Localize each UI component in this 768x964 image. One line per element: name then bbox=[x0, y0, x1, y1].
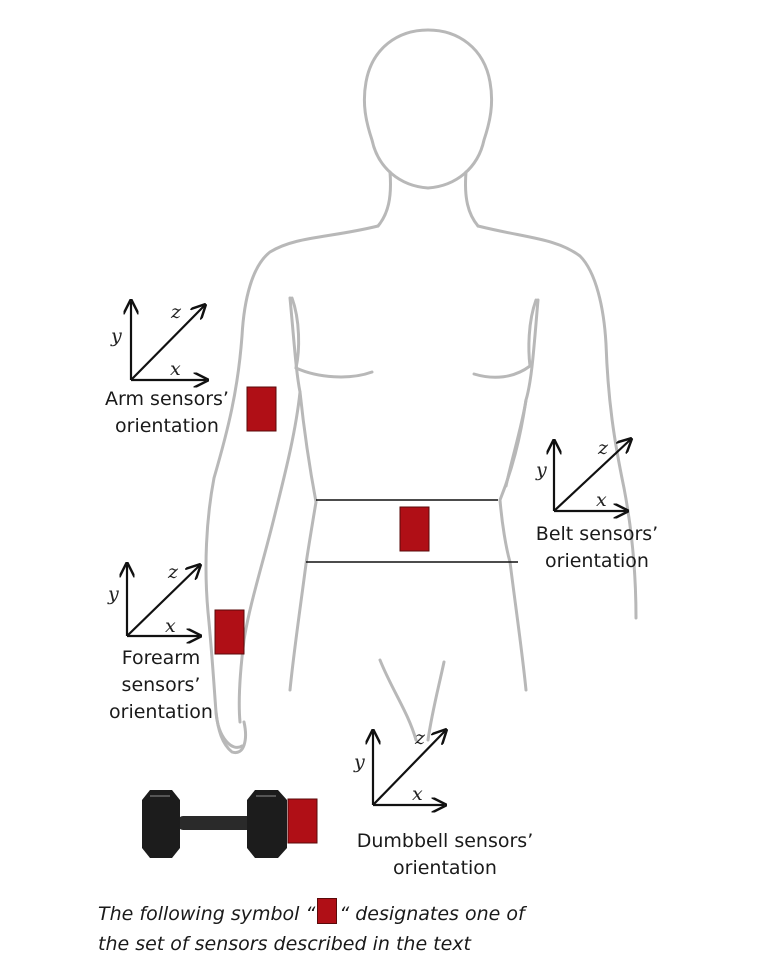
forearm-label-line3: orientation bbox=[109, 701, 213, 723]
belt-label-line1: Belt sensors’ bbox=[535, 523, 659, 545]
caption-before: The following symbol “ bbox=[98, 903, 316, 925]
belt-label-line2: orientation bbox=[545, 550, 649, 572]
left-collar-line bbox=[290, 296, 301, 370]
dumbbell-axis-y-label: y bbox=[353, 751, 365, 773]
right-chest-line bbox=[472, 364, 532, 379]
dumbbell-axis-x-label: x bbox=[412, 783, 423, 805]
left-shoulder-arm-outline bbox=[204, 224, 380, 749]
belt-axis-x-label: x bbox=[596, 489, 607, 511]
dumbbell-axis-z-label: z bbox=[414, 727, 426, 749]
caption-after: “ designates one of bbox=[339, 903, 525, 925]
belt-sensor bbox=[399, 506, 430, 552]
arm-axis-x-label: x bbox=[170, 358, 181, 380]
neck-outline bbox=[376, 170, 392, 228]
head-outline bbox=[362, 28, 494, 190]
forearm-axis-z-label: z bbox=[167, 561, 179, 583]
body-outline bbox=[204, 28, 638, 755]
arm-axis-y-label: y bbox=[110, 325, 122, 347]
legend-caption: The following symbol “ “ designates one o… bbox=[98, 898, 658, 959]
neck-outline-right bbox=[464, 170, 480, 228]
left-torso-outline bbox=[288, 390, 318, 692]
forearm-label-line2: sensors’ bbox=[121, 674, 201, 696]
arm-label-line2: orientation bbox=[115, 415, 219, 437]
hip-outline bbox=[378, 658, 418, 742]
arm-sensor bbox=[246, 386, 277, 432]
belt-axis-z-label: z bbox=[597, 437, 609, 459]
dumbbell-label-line1: Dumbbell sensors’ bbox=[356, 830, 534, 852]
belt-sensors-label: Belt sensors’ orientation bbox=[522, 521, 672, 575]
forearm-sensor bbox=[214, 609, 245, 655]
forearm-axes bbox=[127, 565, 199, 636]
dumbbell-label-line2: orientation bbox=[393, 857, 497, 879]
arm-axes bbox=[131, 302, 206, 380]
left-inner-arm-outline bbox=[237, 296, 302, 724]
right-shoulder-arm-outline bbox=[476, 224, 638, 620]
arm-axis-z-label: z bbox=[170, 301, 182, 323]
dumbbell-sensors-label: Dumbbell sensors’ orientation bbox=[330, 828, 560, 882]
arm-label-line1: Arm sensors’ bbox=[105, 388, 229, 410]
hip-outline-right bbox=[426, 660, 446, 742]
dumbbell-sensor bbox=[287, 798, 318, 844]
forearm-label-line1: Forearm bbox=[121, 647, 201, 669]
forearm-axis-y-label: y bbox=[107, 583, 119, 605]
arm-sensors-label: Arm sensors’ orientation bbox=[92, 386, 242, 440]
belt-axes bbox=[554, 440, 630, 511]
left-chest-line bbox=[294, 366, 374, 379]
right-inner-arm-outline bbox=[504, 298, 540, 488]
left-hand-outline bbox=[214, 710, 247, 755]
caption-line-2: the set of sensors described in the text bbox=[98, 933, 472, 955]
dumbbell-axes bbox=[373, 731, 445, 805]
sensor-symbol-icon bbox=[317, 898, 338, 924]
forearm-sensors-label: Forearm sensors’ orientation bbox=[86, 645, 236, 726]
forearm-axis-x-label: x bbox=[165, 615, 176, 637]
belt-axis-y-label: y bbox=[535, 459, 547, 481]
right-collar-line bbox=[527, 298, 538, 368]
caption-line-1: The following symbol “ “ designates one o… bbox=[98, 898, 658, 929]
right-torso-outline bbox=[498, 398, 528, 692]
dumbbell-icon bbox=[142, 790, 287, 858]
